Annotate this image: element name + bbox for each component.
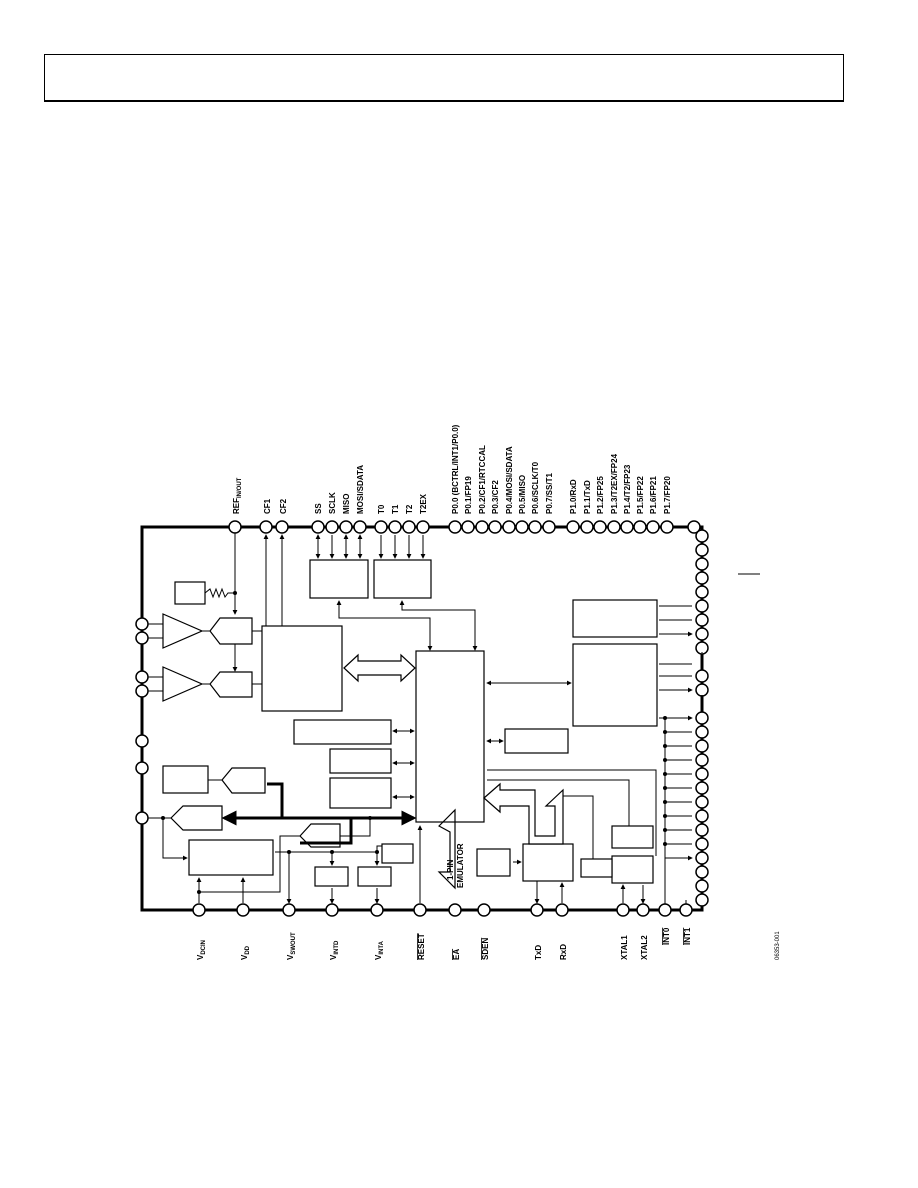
emu-small-block [476, 848, 511, 877]
pin-txd [530, 903, 544, 917]
emulator-label-line2: EMULATOR [456, 843, 465, 888]
label-txd: TxD [534, 945, 543, 960]
periph-block-1 [293, 719, 392, 745]
label-int1: INT1 [683, 927, 692, 945]
label-p03: P0.3/CF2 [491, 480, 500, 514]
label-p02: P0.2/CF1/RTCCAL [478, 445, 487, 514]
label-ea: EA [452, 949, 461, 960]
pin-ea [448, 903, 462, 917]
label-p06: P0.6/SCLK/T0 [531, 461, 540, 514]
temp-block [162, 765, 209, 794]
blocks [162, 559, 658, 887]
mcu-core [415, 650, 485, 823]
label-p17: P1.7/FP20 [663, 476, 672, 514]
label-sden: SDEN [481, 938, 490, 960]
pin-cf1 [259, 520, 273, 534]
pin-vintd [325, 903, 339, 917]
label-reset: RESET [417, 933, 426, 960]
bottom-pins [192, 903, 693, 917]
osc-small-block [580, 858, 613, 878]
timer-block [373, 559, 432, 599]
label-mosi: MOSI/SDATA [356, 465, 365, 514]
bottom-labels: VDCIN VDD VSWOUT VINTD VINTA RESET EA SD… [196, 927, 692, 960]
uart-block [522, 843, 574, 882]
label-p12: P1.2/FP25 [596, 476, 605, 514]
periph-block-2 [329, 748, 392, 774]
label-int0: INT0 [662, 927, 671, 945]
pin-xtal1 [616, 903, 630, 917]
pin-xtal2 [636, 903, 650, 917]
pin-int1 [679, 903, 693, 917]
emulator-label-line1: 1-PIN [446, 859, 455, 880]
pin-reset [413, 903, 427, 917]
label-p10: P1.0/RxD [569, 479, 578, 514]
pin-sden [477, 903, 491, 917]
label-vswout: VSWOUT [286, 932, 297, 960]
pin-vinta [370, 903, 384, 917]
label-rxd: RxD [559, 944, 568, 960]
pll-block [611, 825, 654, 849]
lcd-block-lower [572, 643, 658, 727]
ldo-d-block [314, 866, 349, 887]
label-p11: P1.1/TxD [583, 480, 592, 514]
ref-block [174, 581, 206, 605]
signal-lines [148, 533, 692, 904]
label-t2ex: T2EX [419, 493, 428, 514]
label-xtal2: XTAL2 [640, 935, 649, 960]
lcd-block-upper [572, 599, 658, 638]
left-pins [135, 617, 149, 825]
label-vinta: VINTA [374, 940, 385, 960]
label-p04: P0.4/MOSI/SDATA [505, 446, 514, 514]
label-p00: P0.0 (BCTRL/INT1/P0.0) [451, 424, 460, 514]
label-vdd: VDD [240, 945, 251, 960]
label-miso: MISO [342, 494, 351, 514]
pin-rxd [555, 903, 569, 917]
thick-paths [221, 782, 417, 845]
pin-int0 [658, 903, 672, 917]
label-refinout: REFIN/OUT [232, 477, 243, 514]
ldo-a-block [357, 866, 392, 887]
label-vdcin: VDCIN [196, 940, 207, 960]
junction-dots [161, 591, 667, 894]
top-pins [228, 520, 701, 534]
label-t0: T0 [377, 504, 386, 514]
pin-refinout [228, 520, 242, 534]
page-header-box [44, 54, 844, 102]
buses [343, 653, 564, 890]
label-p05: P0.5/MISO [518, 475, 527, 514]
label-p07: P0.7/SS/T1 [545, 473, 554, 514]
pin-vswout [282, 903, 296, 917]
label-ss: SS [314, 503, 323, 514]
right-pins [695, 529, 709, 907]
label-p13: P1.3/T2EX/FP24 [610, 453, 619, 514]
osc-block [611, 855, 654, 884]
figure-id: 06353-001 [775, 931, 781, 960]
pin-cf2 [275, 520, 289, 534]
adc-block [261, 625, 343, 712]
label-xtal1: XTAL1 [620, 935, 629, 960]
power-supply-block [188, 839, 274, 876]
label-t1: T1 [391, 504, 400, 514]
label-t2: T2 [405, 504, 414, 514]
bat-switch-block [381, 843, 414, 864]
label-sclk: SCLK [328, 492, 337, 514]
label-p14: P1.4/T2/FP23 [623, 464, 632, 514]
label-p16: P1.6/FP21 [649, 476, 658, 514]
label-cf1: CF1 [263, 498, 272, 514]
pin-vdd [236, 903, 250, 917]
periph-block-4 [504, 728, 569, 754]
label-p15: P1.5/FP22 [636, 476, 645, 514]
pin-vdcin [192, 903, 206, 917]
top-labels: REFIN/OUT CF1 CF2 SS SCLK MISO MOSI/SDAT… [232, 424, 672, 514]
label-vintd: VINTD [329, 940, 340, 960]
periph-block-3 [329, 777, 392, 809]
label-cf2: CF2 [279, 498, 288, 514]
spi-block [309, 559, 369, 599]
label-p01: P0.1/FP19 [464, 476, 473, 514]
